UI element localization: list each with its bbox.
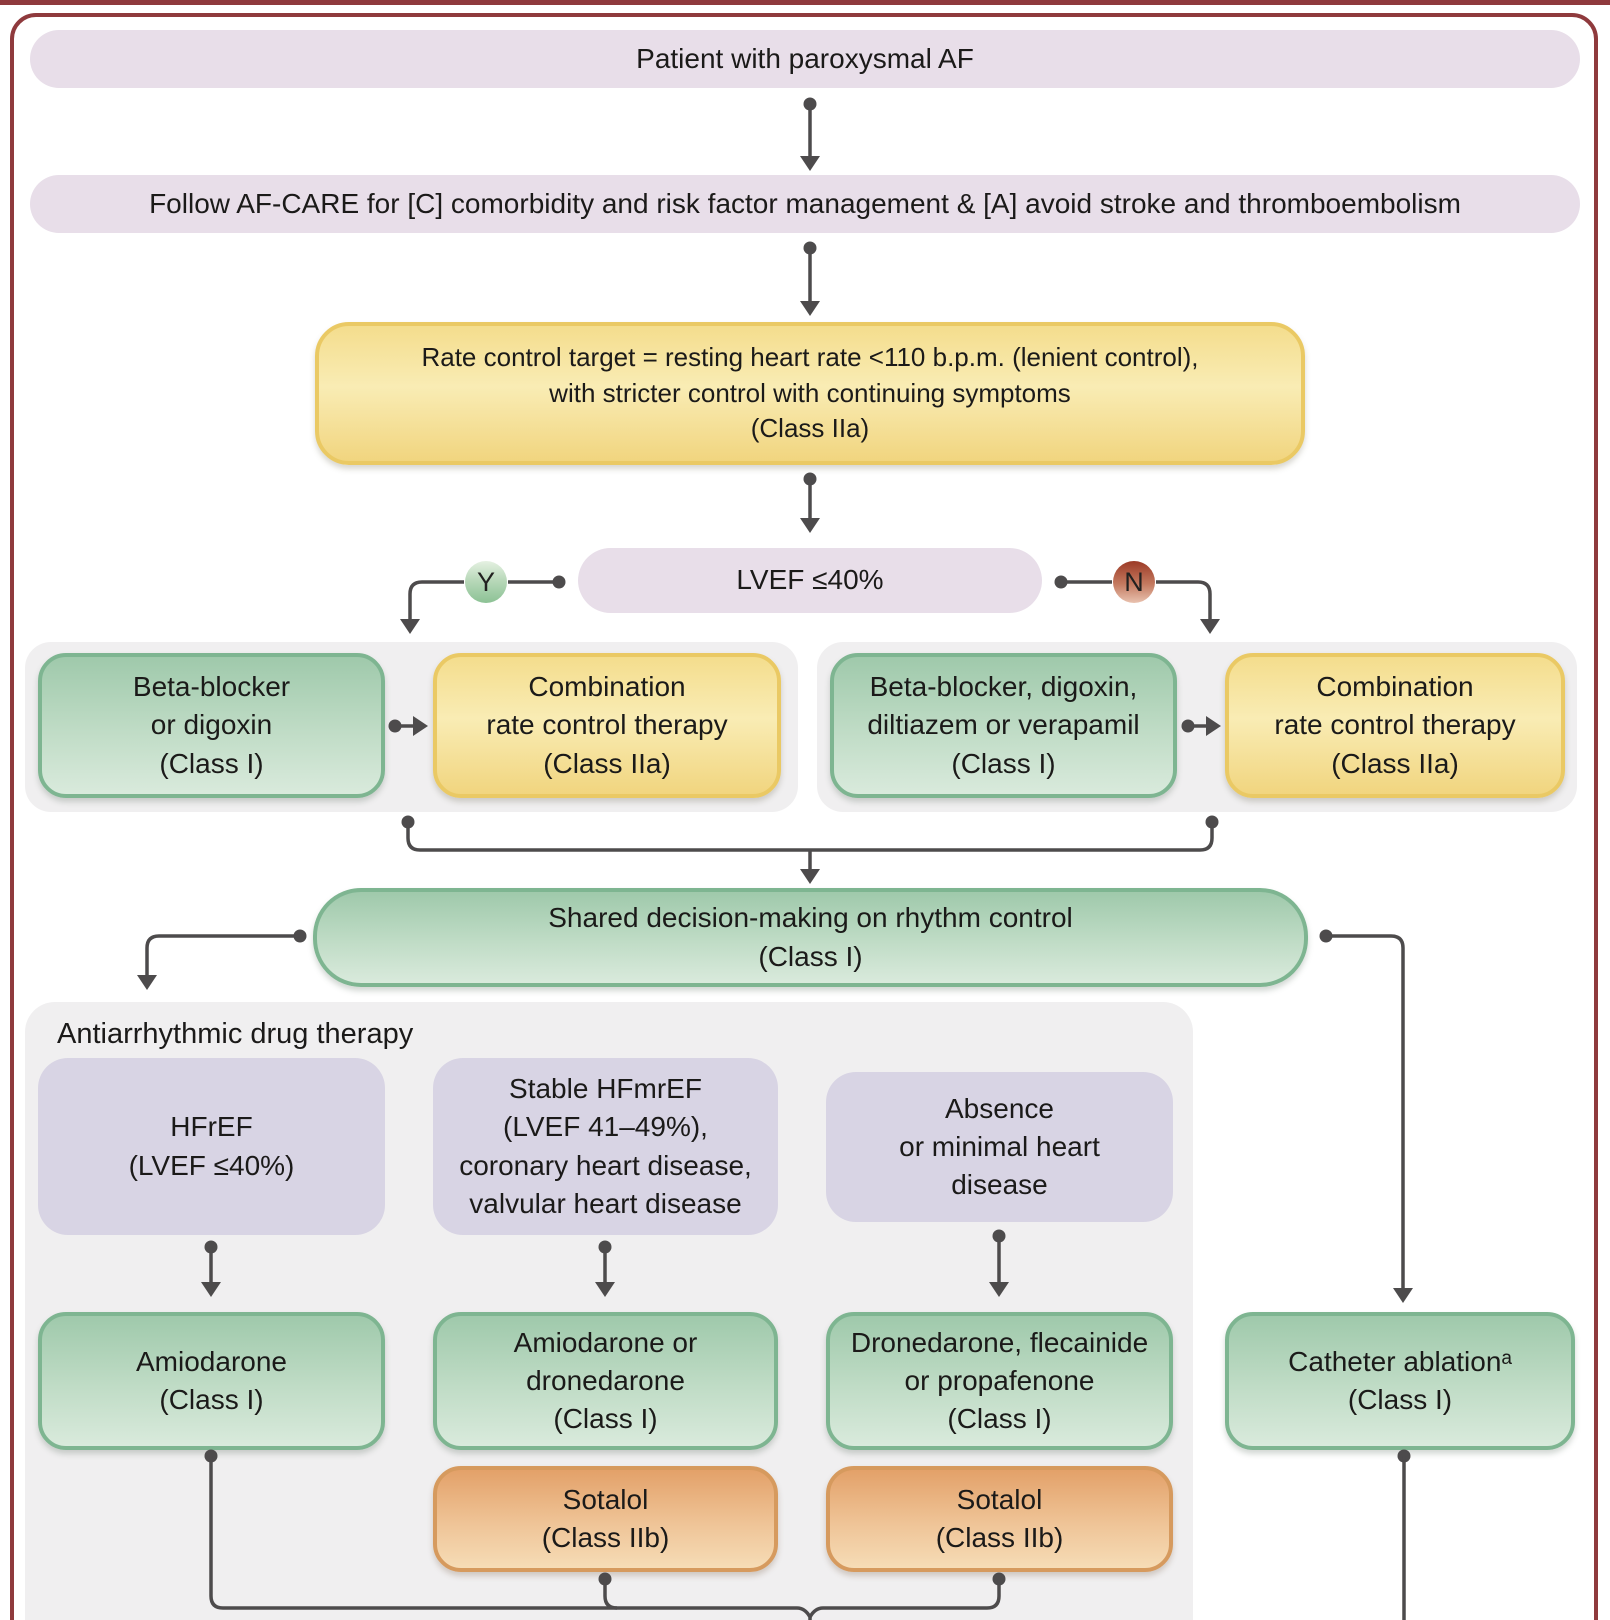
node-sotalol-hfmref: Sotalol (Class IIb) (433, 1466, 778, 1572)
node-beta-blocker-digoxin-diltiazem-verapamil: Beta-blocker, digoxin, diltiazem or vera… (830, 653, 1177, 798)
node-amiodarone: Amiodarone (Class I) (38, 1312, 385, 1450)
node-beta-blocker-digoxin: Beta-blocker or digoxin (Class I) (38, 653, 385, 798)
no-badge: N (1113, 561, 1155, 603)
panel-title: Antiarrhythmic drug therapy (57, 1018, 414, 1050)
figure-frame (10, 13, 1598, 1620)
node-hfref: HFrEF (LVEF ≤40%) (38, 1058, 385, 1235)
node-af-care-management: Follow AF-CARE for [C] comorbidity and r… (30, 175, 1580, 233)
node-lvef-decision: LVEF ≤40% (578, 548, 1042, 613)
yes-badge: Y (465, 561, 507, 603)
node-dronedarone-flecainide-propafenone: Dronedarone, flecainide or propafenone (… (826, 1312, 1173, 1450)
node-catheter-ablation: Catheter ablationᵃ (Class I) (1225, 1312, 1575, 1450)
node-amiodarone-dronedarone: Amiodarone or dronedarone (Class I) (433, 1312, 778, 1450)
node-combination-rate-control-preserved: Combination rate control therapy (Class … (1225, 653, 1565, 798)
node-stable-hfmref: Stable HFmrEF (LVEF 41–49%), coronary he… (433, 1058, 778, 1235)
node-sotalol-no-disease: Sotalol (Class IIb) (826, 1466, 1173, 1572)
node-absence-minimal-heart-disease: Absence or minimal heart disease (826, 1072, 1173, 1222)
node-combination-rate-control-low: Combination rate control therapy (Class … (433, 653, 781, 798)
node-shared-decision: Shared decision-making on rhythm control… (313, 888, 1308, 987)
node-patient-paroxysmal-af: Patient with paroxysmal AF (30, 30, 1580, 88)
top-border-strip (0, 0, 1610, 5)
node-rate-control-target: Rate control target = resting heart rate… (315, 322, 1305, 465)
